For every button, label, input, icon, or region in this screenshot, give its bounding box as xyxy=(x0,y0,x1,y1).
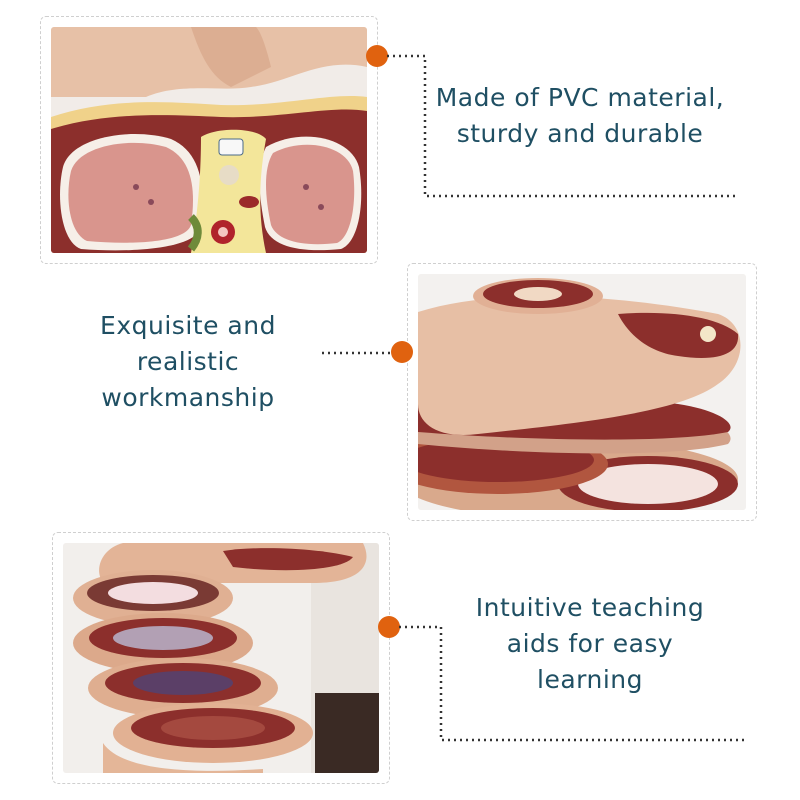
anatomy-stacked-slabs-image xyxy=(418,274,746,510)
feature-3-caption: Intuitive teaching aids for easy learnin… xyxy=(450,590,730,698)
feature-3-photo xyxy=(63,543,379,773)
feature-1-photo-frame xyxy=(40,16,378,264)
anatomy-slab-tower-image xyxy=(63,543,379,773)
feature-2-photo-frame xyxy=(407,263,757,521)
feature-2-leader-line xyxy=(322,351,392,355)
feature-3-marker-dot xyxy=(378,616,400,638)
feature-1-photo xyxy=(51,27,367,253)
feature-1-caption-line-1: Made of PVC material, xyxy=(435,83,725,112)
feature-3-leader-line xyxy=(399,625,745,742)
anatomy-cross-section-thorax-image xyxy=(51,27,367,253)
feature-1-marker-dot xyxy=(366,45,388,67)
feature-2-caption-line-2: realistic xyxy=(136,347,240,376)
feature-1-caption: Made of PVC material, sturdy and durable xyxy=(430,80,730,152)
feature-2-photo xyxy=(418,274,746,510)
feature-2-caption-line-3: workmanship xyxy=(101,383,275,412)
feature-1-caption-line-2: sturdy and durable xyxy=(456,119,704,148)
feature-3-photo-frame xyxy=(52,532,390,784)
feature-3-caption-line-2: aids for easy xyxy=(506,629,674,658)
feature-2-caption: Exquisite and realistic workmanship xyxy=(58,308,318,416)
feature-2-marker-dot xyxy=(391,341,413,363)
feature-3-caption-line-3: learning xyxy=(537,665,643,694)
feature-2-caption-line-1: Exquisite and xyxy=(100,311,276,340)
feature-3-caption-line-1: Intuitive teaching xyxy=(475,593,705,622)
feature-1-leader-line xyxy=(387,54,735,198)
